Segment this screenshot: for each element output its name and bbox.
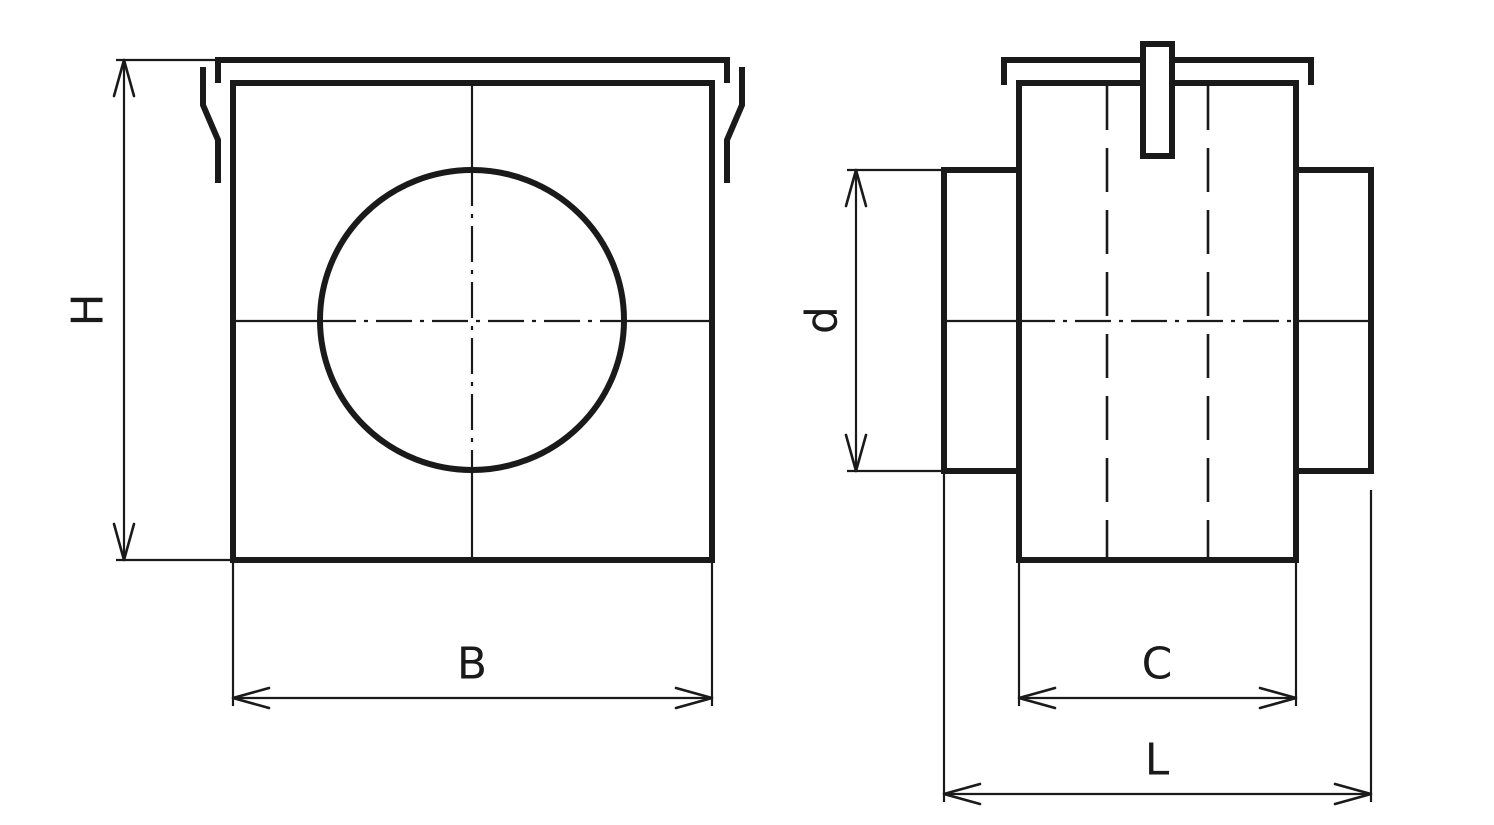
side-right-stub [1293,167,1374,474]
front-right-hook [724,67,745,183]
d-arrow-bottom [844,433,868,473]
side-view: d C L [797,41,1374,806]
b-arrow-right [674,686,714,710]
h-arrow-top [112,58,136,98]
front-left-hook [200,67,221,183]
side-pin [1140,41,1175,159]
b-arrow-left [231,686,271,710]
l-arrow-left [942,782,982,806]
h-label: H [63,293,114,326]
l-label: L [1145,735,1170,786]
c-arrow-left [1017,686,1057,710]
c-arrow-right [1258,686,1298,710]
front-clamp-bar [215,57,730,83]
front-body [230,80,715,563]
front-view: H B [63,57,745,710]
l-arrow-right [1333,782,1373,806]
b-label: B [457,639,487,690]
side-left-stub [941,167,1022,474]
d-arrow-top [844,168,868,208]
h-arrow-bottom [112,522,136,562]
c-label: C [1142,639,1173,690]
d-label: d [797,306,848,334]
